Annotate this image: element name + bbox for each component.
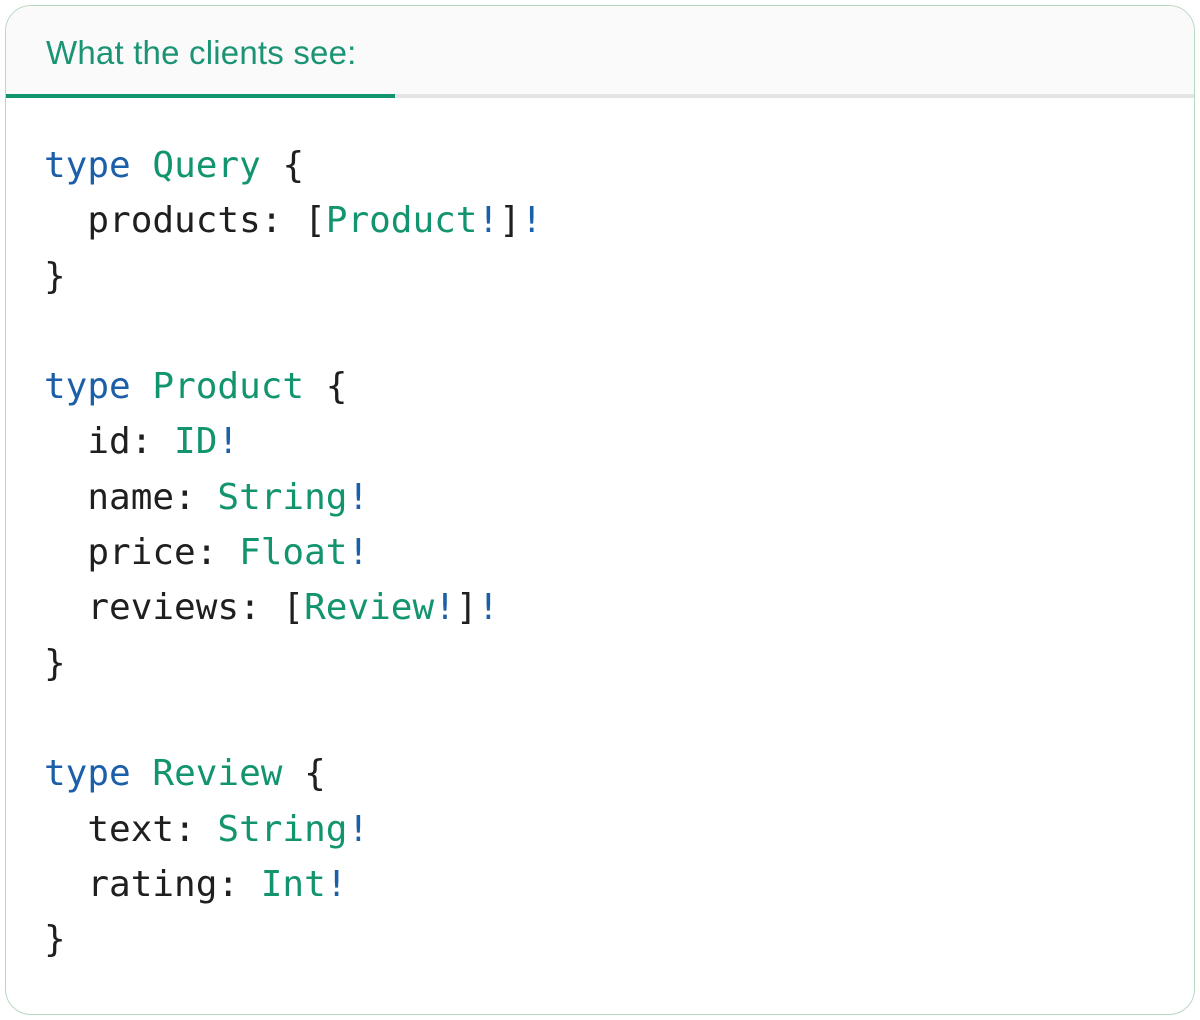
code-token: { [260, 145, 305, 186]
panel-header: What the clients see: [6, 6, 1194, 98]
code-token: type [44, 145, 131, 186]
code-token: reviews: [ [44, 587, 305, 629]
code-token: ! [520, 200, 543, 242]
code-line [44, 691, 1170, 746]
code-line: type Product { [44, 359, 1170, 414]
code-token: ! [477, 587, 500, 629]
code-token: id: [44, 421, 175, 463]
code-token: String [217, 808, 348, 850]
code-token: String [217, 476, 348, 518]
code-line: rating: Int! [44, 857, 1170, 912]
code-token: { [304, 366, 348, 408]
code-token: Review [304, 587, 435, 629]
active-tab-indicator [6, 94, 395, 98]
code-token: ! [434, 587, 456, 629]
code-token: ! [347, 808, 370, 850]
code-token: name: [44, 476, 218, 518]
code-token [131, 753, 153, 794]
tab-what-clients-see[interactable]: What the clients see: [46, 34, 357, 71]
code-line: price: Float! [44, 525, 1170, 580]
code-token [131, 366, 153, 407]
code-token: text: [44, 808, 218, 850]
code-token: products: [ [44, 200, 326, 242]
code-line: } [44, 249, 1170, 304]
code-token: ID [174, 421, 218, 463]
code-token: ! [347, 476, 370, 518]
code-token: Product [152, 366, 305, 408]
code-token: price: [44, 532, 240, 574]
code-token: ! [347, 532, 370, 574]
code-token: Int [260, 863, 326, 905]
graphql-schema-code: type Query { products: [Product!]!} type… [6, 98, 1194, 991]
code-line: reviews: [Review!]! [44, 580, 1170, 635]
schema-card-panel: What the clients see: type Query { produ… [5, 5, 1195, 1015]
code-token: type [44, 366, 131, 408]
code-token: ] [455, 587, 478, 629]
code-line: type Review { [44, 746, 1170, 801]
code-token: Review [152, 753, 283, 795]
code-line: text: String! [44, 802, 1170, 857]
code-line: } [44, 912, 1170, 967]
code-token: Query [152, 145, 261, 186]
code-token: { [282, 753, 326, 795]
code-token: rating: [44, 863, 261, 905]
code-token: type [44, 753, 131, 795]
code-token [131, 145, 153, 186]
code-line [44, 304, 1170, 359]
code-line: products: [Product!]! [44, 193, 1170, 248]
code-token: ! [477, 200, 500, 242]
code-token: } [44, 642, 66, 684]
code-token: ! [217, 421, 240, 463]
code-token: Float [239, 532, 348, 574]
code-token: } [44, 255, 66, 297]
code-token: } [44, 919, 66, 961]
code-token: ! [325, 863, 348, 905]
code-line: } [44, 636, 1170, 691]
code-line: type Query { [44, 138, 1170, 193]
code-line: name: String! [44, 470, 1170, 525]
code-line: id: ID! [44, 414, 1170, 469]
code-token: Product [325, 200, 478, 242]
code-token: ] [499, 200, 521, 242]
